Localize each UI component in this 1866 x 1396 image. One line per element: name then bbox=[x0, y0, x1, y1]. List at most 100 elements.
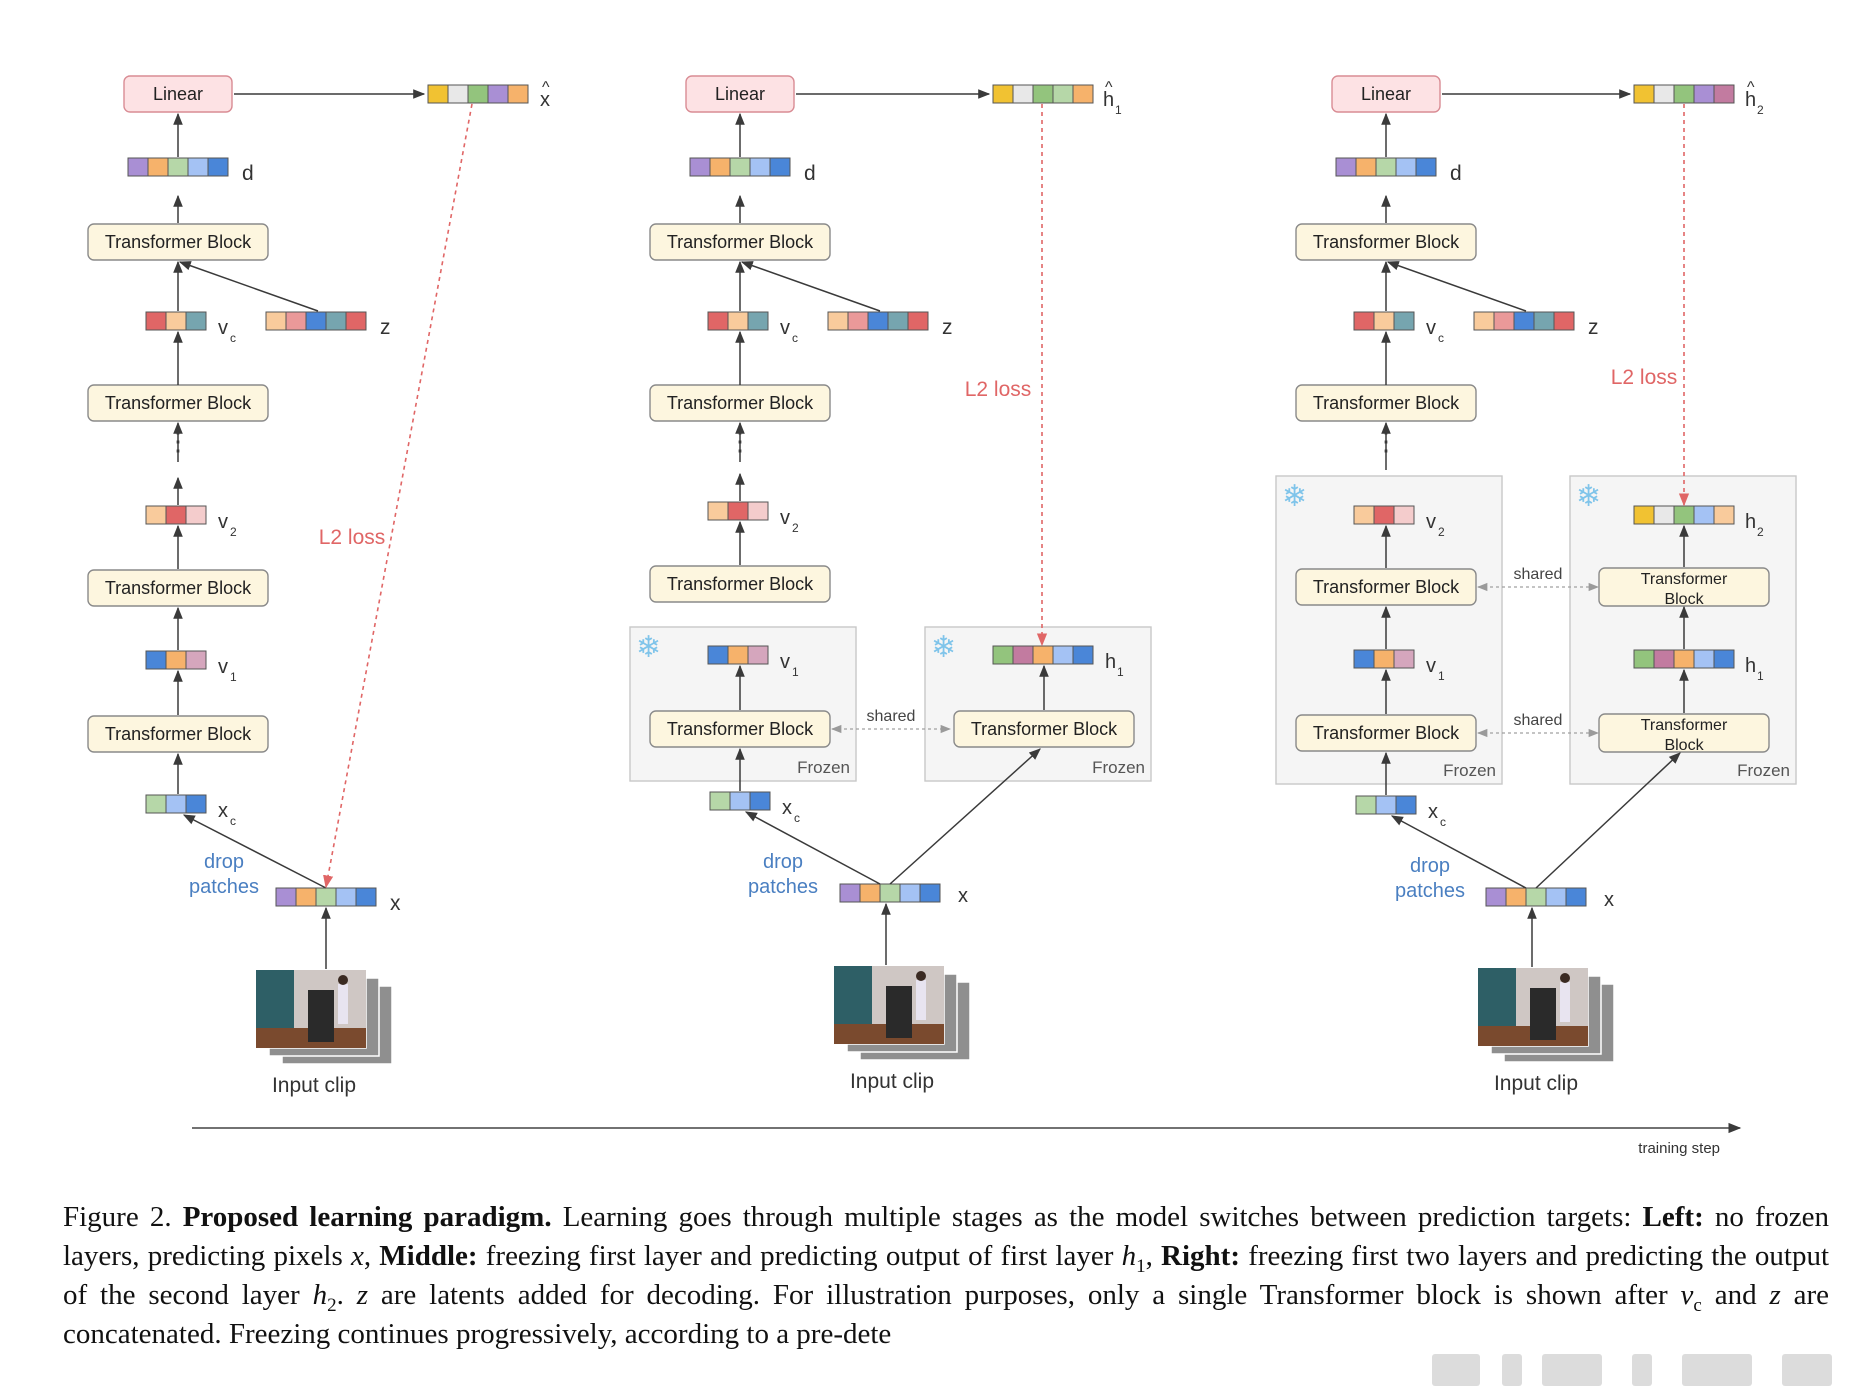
caption-text-4: freezing first layer and predicting outp… bbox=[485, 1240, 1114, 1272]
block-label: Transformer Block bbox=[1313, 577, 1460, 597]
drop-label: drop bbox=[763, 851, 803, 873]
variable-subscript: 2 bbox=[1757, 103, 1764, 117]
token-cell bbox=[1473, 311, 1495, 331]
token-cell bbox=[1485, 887, 1507, 907]
token-cell bbox=[1653, 649, 1675, 669]
token-cell bbox=[729, 157, 751, 177]
snowflake-icon: ❄ bbox=[931, 631, 956, 664]
token-cell bbox=[1693, 505, 1715, 525]
token-cell bbox=[1353, 311, 1375, 331]
caption-text-2: no frozen layers, predicting pixels bbox=[63, 1201, 1830, 1272]
caption-text-5: , bbox=[1145, 1240, 1153, 1272]
block-rect bbox=[685, 75, 795, 113]
token-cell bbox=[709, 157, 731, 177]
v1-token-vector bbox=[707, 645, 769, 665]
block-label: Transformer bbox=[1641, 571, 1728, 588]
token-cell bbox=[1565, 887, 1587, 907]
token-cell bbox=[165, 794, 187, 814]
variable-subscript: c bbox=[230, 814, 236, 828]
block-label: Transformer Block bbox=[1313, 393, 1460, 413]
transformer-block: Transformer Block bbox=[87, 384, 269, 422]
token-cell bbox=[749, 157, 771, 177]
token-cell bbox=[187, 157, 209, 177]
token-cell bbox=[1633, 649, 1655, 669]
label-d: d bbox=[804, 162, 816, 185]
token-cell bbox=[729, 791, 751, 811]
snowflake-icon: ❄ bbox=[1576, 480, 1601, 513]
watermark-bar bbox=[1432, 1354, 1480, 1386]
token-cell bbox=[887, 311, 909, 331]
token-cell bbox=[709, 791, 731, 811]
block-label: Transformer Block bbox=[667, 719, 814, 739]
caption-text-10: are concatenated. Freezing continues pro… bbox=[63, 1279, 1830, 1350]
decoder-token-vector bbox=[689, 157, 791, 177]
z-token-vector bbox=[827, 311, 929, 331]
xc-token-vector bbox=[145, 794, 207, 814]
block-rect bbox=[953, 710, 1135, 748]
flow-arrow bbox=[178, 261, 319, 312]
token-cell bbox=[1713, 84, 1735, 104]
variable-symbol: h bbox=[1745, 511, 1756, 533]
token-cell bbox=[707, 501, 729, 521]
token-cell bbox=[185, 794, 207, 814]
variable-subscript: c bbox=[230, 331, 236, 345]
h1-token-vector bbox=[1633, 649, 1735, 669]
l2-loss-label: L2 loss bbox=[319, 526, 386, 549]
input-clip-label: Input clip bbox=[1494, 1072, 1578, 1095]
watermark-bar bbox=[1502, 1354, 1522, 1386]
frozen-label: Frozen bbox=[1737, 761, 1790, 780]
token-cell bbox=[1633, 84, 1655, 104]
token-cell bbox=[1355, 795, 1377, 815]
token-cell bbox=[295, 887, 317, 907]
label-z: z bbox=[942, 316, 953, 339]
transformer-block: Transformer Block bbox=[649, 384, 831, 422]
token-cell bbox=[1012, 84, 1034, 104]
label-x: x bbox=[390, 892, 401, 915]
variable-subscript: c bbox=[1438, 331, 1444, 345]
token-cell bbox=[727, 645, 749, 665]
block-label: Linear bbox=[1361, 84, 1411, 104]
l2-loss-label: L2 loss bbox=[965, 378, 1032, 401]
token-cell bbox=[1673, 84, 1695, 104]
flow-arrow bbox=[740, 261, 881, 312]
shared-label: shared bbox=[867, 708, 916, 725]
token-cell bbox=[1393, 649, 1415, 669]
caption-text-3: , bbox=[363, 1240, 372, 1272]
input-clip-frames bbox=[255, 969, 393, 1065]
token-cell bbox=[1513, 311, 1535, 331]
block-label: Transformer Block bbox=[667, 574, 814, 594]
token-cell bbox=[1553, 311, 1575, 331]
variable-hat: ^ bbox=[1747, 79, 1755, 96]
block-rect bbox=[87, 715, 269, 753]
caption-text-1: Learning goes through multiple stages as… bbox=[562, 1201, 1632, 1233]
token-cell bbox=[305, 311, 327, 331]
block-label: Transformer Block bbox=[105, 393, 252, 413]
variable-symbol: x bbox=[218, 800, 228, 822]
frame-person bbox=[916, 980, 926, 1020]
token-cell bbox=[1505, 887, 1527, 907]
token-cell bbox=[1693, 84, 1715, 104]
token-cell bbox=[1032, 645, 1054, 665]
token-cell bbox=[285, 311, 307, 331]
block-label: Transformer Block bbox=[105, 578, 252, 598]
patches-label: patches bbox=[748, 876, 818, 898]
input-token-vector bbox=[1485, 887, 1587, 907]
token-cell bbox=[507, 84, 529, 104]
token-cell bbox=[1072, 645, 1094, 665]
z-token-vector bbox=[265, 311, 367, 331]
token-cell bbox=[1633, 505, 1655, 525]
linear-layer: Linear bbox=[123, 75, 233, 113]
caption-left-label: Left: bbox=[1642, 1201, 1704, 1233]
v2-token-vector bbox=[707, 501, 769, 521]
shared-label: shared bbox=[1514, 712, 1563, 729]
caption-var-z-2: z bbox=[1769, 1279, 1781, 1311]
variable-hat: ^ bbox=[1105, 79, 1113, 96]
token-cell bbox=[1373, 311, 1395, 331]
caption-var-x: x bbox=[350, 1240, 364, 1272]
